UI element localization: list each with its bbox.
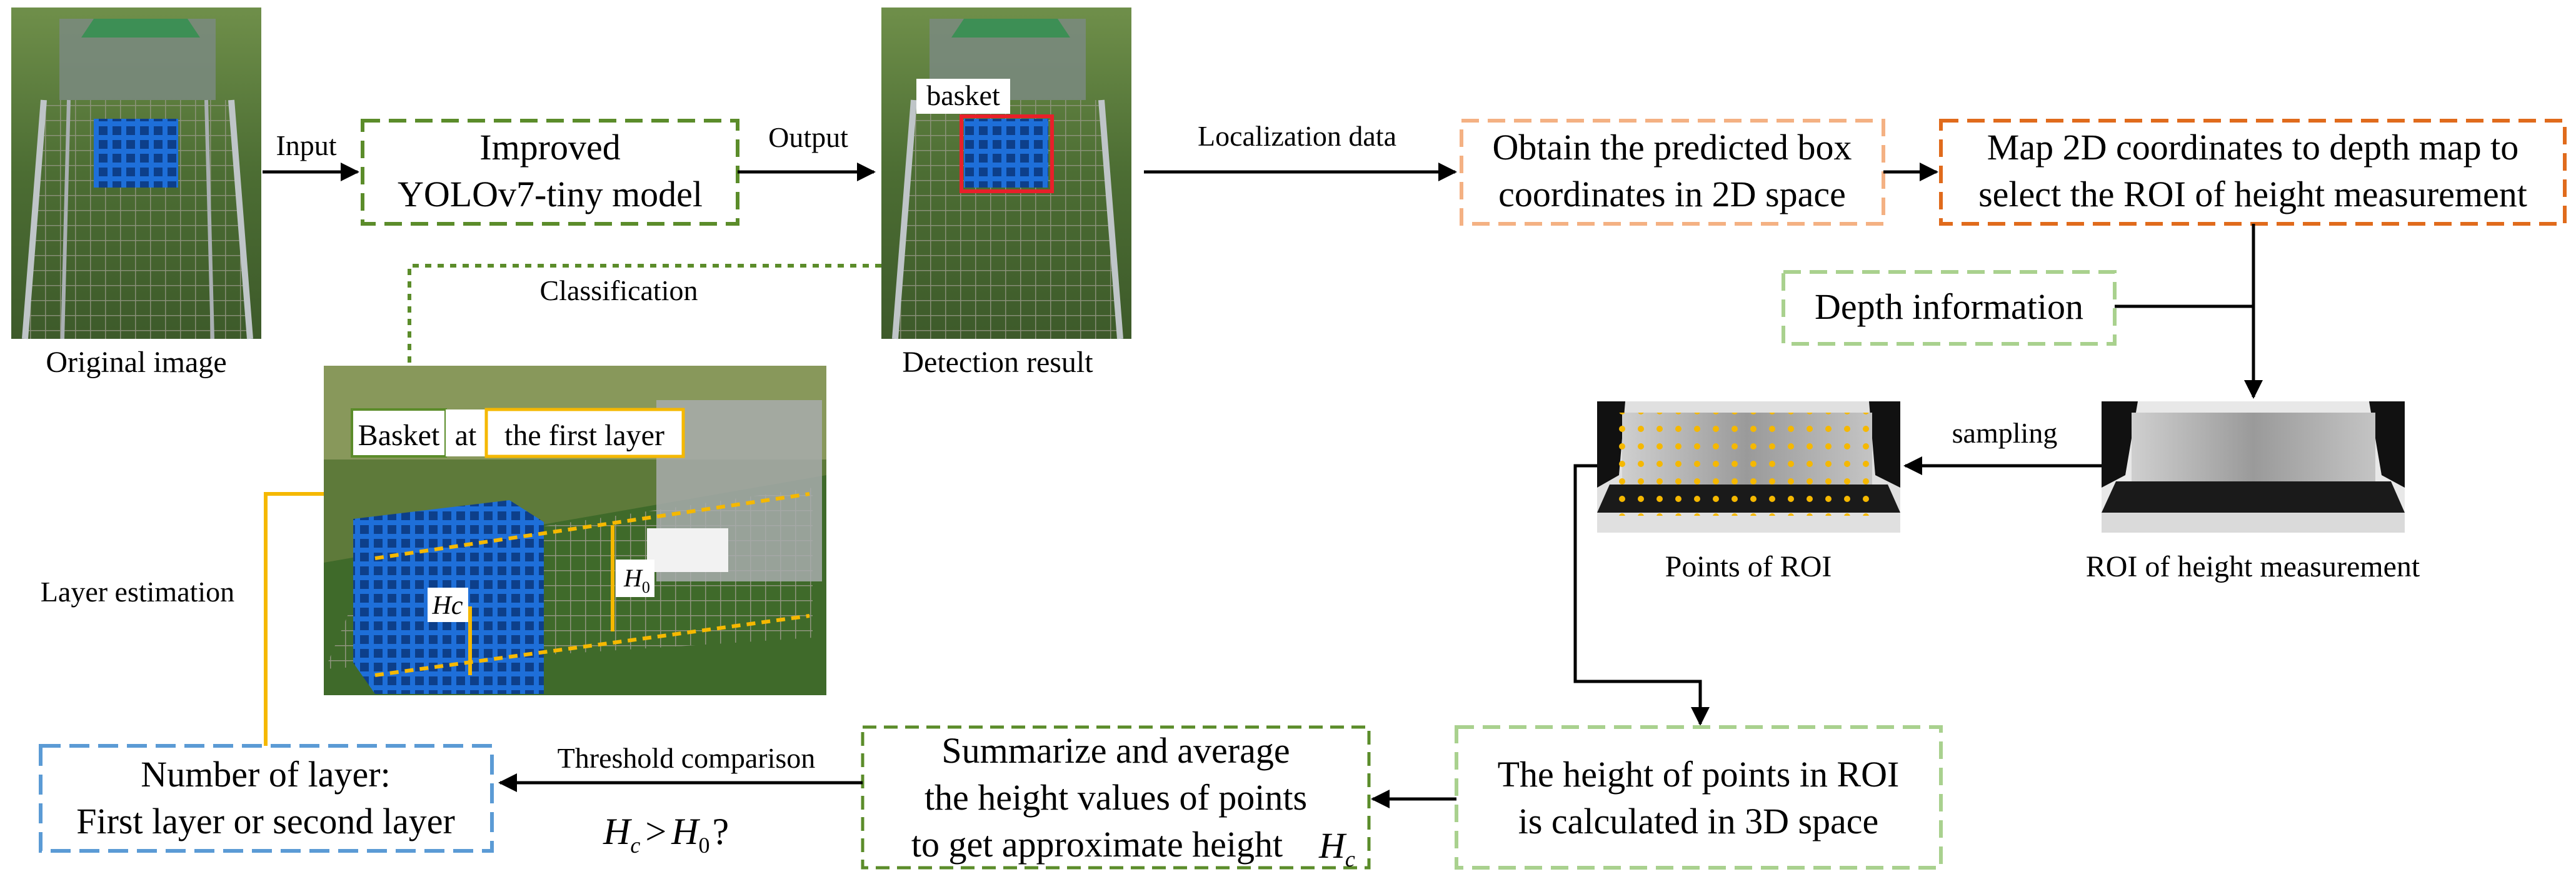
depth-label: Depth information — [1815, 286, 2083, 327]
height3d-line1: The height of points in ROI — [1498, 754, 1900, 795]
summarize-box — [861, 725, 1371, 870]
layer-line1: Number of layer: — [141, 754, 390, 795]
depth-box — [1782, 270, 2117, 346]
original-image-caption: Original image — [46, 346, 226, 379]
layer-box — [39, 744, 494, 853]
points-to-height-arrow — [1573, 464, 1710, 726]
scene-layer-tag: the first layer — [504, 419, 664, 452]
scene-hc-label: Hc — [432, 591, 463, 620]
height3d-line2: is calculated in 3D space — [1518, 801, 1879, 841]
original-image — [11, 8, 261, 339]
model-line1: Improved — [479, 127, 621, 168]
detection-tag: basket — [926, 79, 1000, 111]
summarize-line1: Summarize and average — [941, 730, 1290, 771]
map-line2: select the ROI of height measurement — [1978, 174, 2527, 214]
detection-image-caption: Detection result — [902, 346, 1093, 379]
height3d-box — [1455, 725, 1943, 870]
classification-label: Classification — [540, 274, 698, 306]
scene-at-tag: at — [455, 419, 477, 452]
map-line1: Map 2D coordinates to depth map to — [1987, 127, 2519, 168]
localization-label: Localization data — [1198, 120, 1396, 152]
summarize-hc: Hc — [1318, 825, 1355, 871]
threshold-label: Threshold comparison — [558, 742, 816, 774]
roi-points-image — [1597, 401, 1900, 533]
scene-basket-tag: Basket — [358, 419, 440, 452]
sample-points — [1613, 413, 1882, 516]
layer-line2: First layer or second layer — [76, 801, 455, 841]
sampling-label: sampling — [1952, 417, 2058, 449]
model-line2: YOLOv7-tiny model — [398, 174, 703, 214]
roi-points-caption: Points of ROI — [1665, 550, 1832, 583]
predicted-line2: coordinates in 2D space — [1498, 174, 1846, 214]
roi-height-image — [2102, 401, 2405, 533]
detection-image — [881, 8, 1131, 339]
layer-estimation-label: Layer estimation — [41, 576, 234, 608]
detection-bbox — [960, 114, 1054, 193]
threshold-formula: Hc>H0? — [603, 811, 729, 858]
scene-photo — [324, 366, 826, 695]
scene-h0-label: H0 — [623, 564, 650, 596]
summarize-line2: the height values of points — [925, 777, 1307, 818]
basket-photo — [94, 119, 178, 188]
roi-height-caption: ROI of height measurement — [2086, 550, 2420, 583]
input-label: Input — [276, 129, 336, 161]
classification-line — [408, 264, 881, 366]
predicted-line1: Obtain the predicted box — [1493, 127, 1852, 168]
summarize-line3: to get approximate height — [911, 824, 1283, 865]
detection-tag-bg — [916, 79, 1010, 114]
output-label: Output — [768, 121, 848, 153]
